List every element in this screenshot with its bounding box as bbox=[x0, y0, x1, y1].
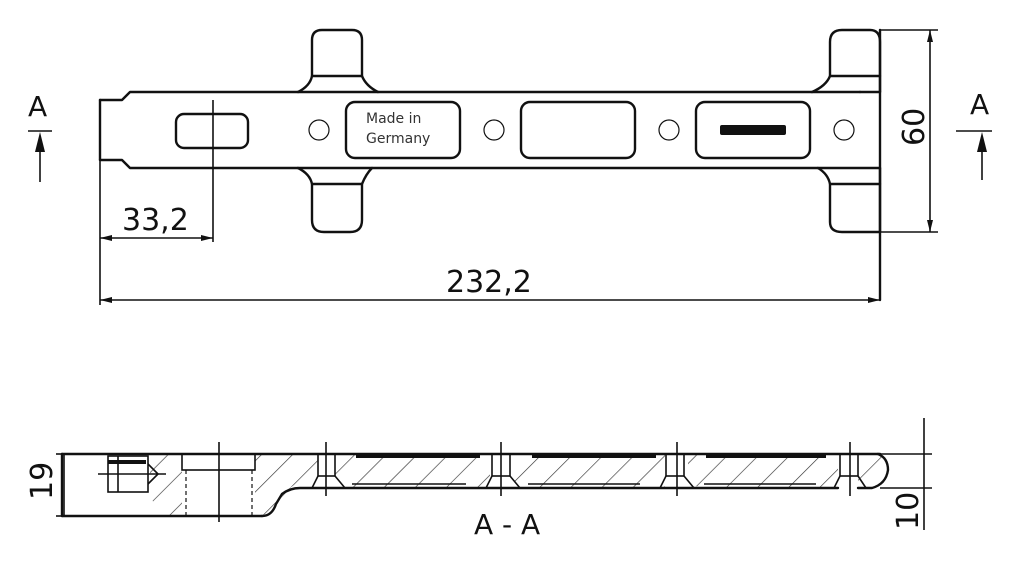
section-hole-3 bbox=[659, 442, 695, 496]
dim-offset: 33,2 bbox=[122, 203, 189, 238]
dim-thickness-plate: 10 bbox=[891, 492, 926, 530]
hole-3 bbox=[658, 119, 680, 141]
hole-2 bbox=[483, 119, 505, 141]
dim-overall-length: 232,2 bbox=[446, 265, 532, 300]
top-view: Made in Germany bbox=[98, 28, 882, 302]
section-marker-right: A bbox=[956, 88, 992, 180]
window-blank bbox=[519, 100, 637, 160]
section-view-dimensions: 19 10 A - A bbox=[25, 418, 932, 541]
top-view-dimensions: 33,2 232,2 60 bbox=[99, 29, 938, 305]
label-plate bbox=[344, 100, 462, 160]
section-hole-2 bbox=[485, 442, 521, 496]
section-hole-4 bbox=[833, 442, 867, 496]
hole-4 bbox=[833, 119, 855, 141]
label-plate-line1: Made in bbox=[366, 111, 421, 127]
dim-overall-height: 60 bbox=[897, 108, 932, 146]
section-marker-left: A bbox=[28, 90, 52, 182]
section-label-right: A bbox=[970, 88, 989, 121]
slot-left bbox=[174, 112, 250, 150]
section-label-left: A bbox=[28, 90, 47, 123]
label-plate-line2: Germany bbox=[366, 131, 430, 147]
marking-bar bbox=[720, 125, 786, 135]
section-hole-1 bbox=[311, 442, 346, 496]
section-view bbox=[60, 442, 890, 522]
hole-1 bbox=[308, 119, 330, 141]
dim-thickness-total: 19 bbox=[25, 462, 60, 500]
section-title: A - A bbox=[474, 508, 540, 541]
window-marking bbox=[694, 100, 812, 160]
